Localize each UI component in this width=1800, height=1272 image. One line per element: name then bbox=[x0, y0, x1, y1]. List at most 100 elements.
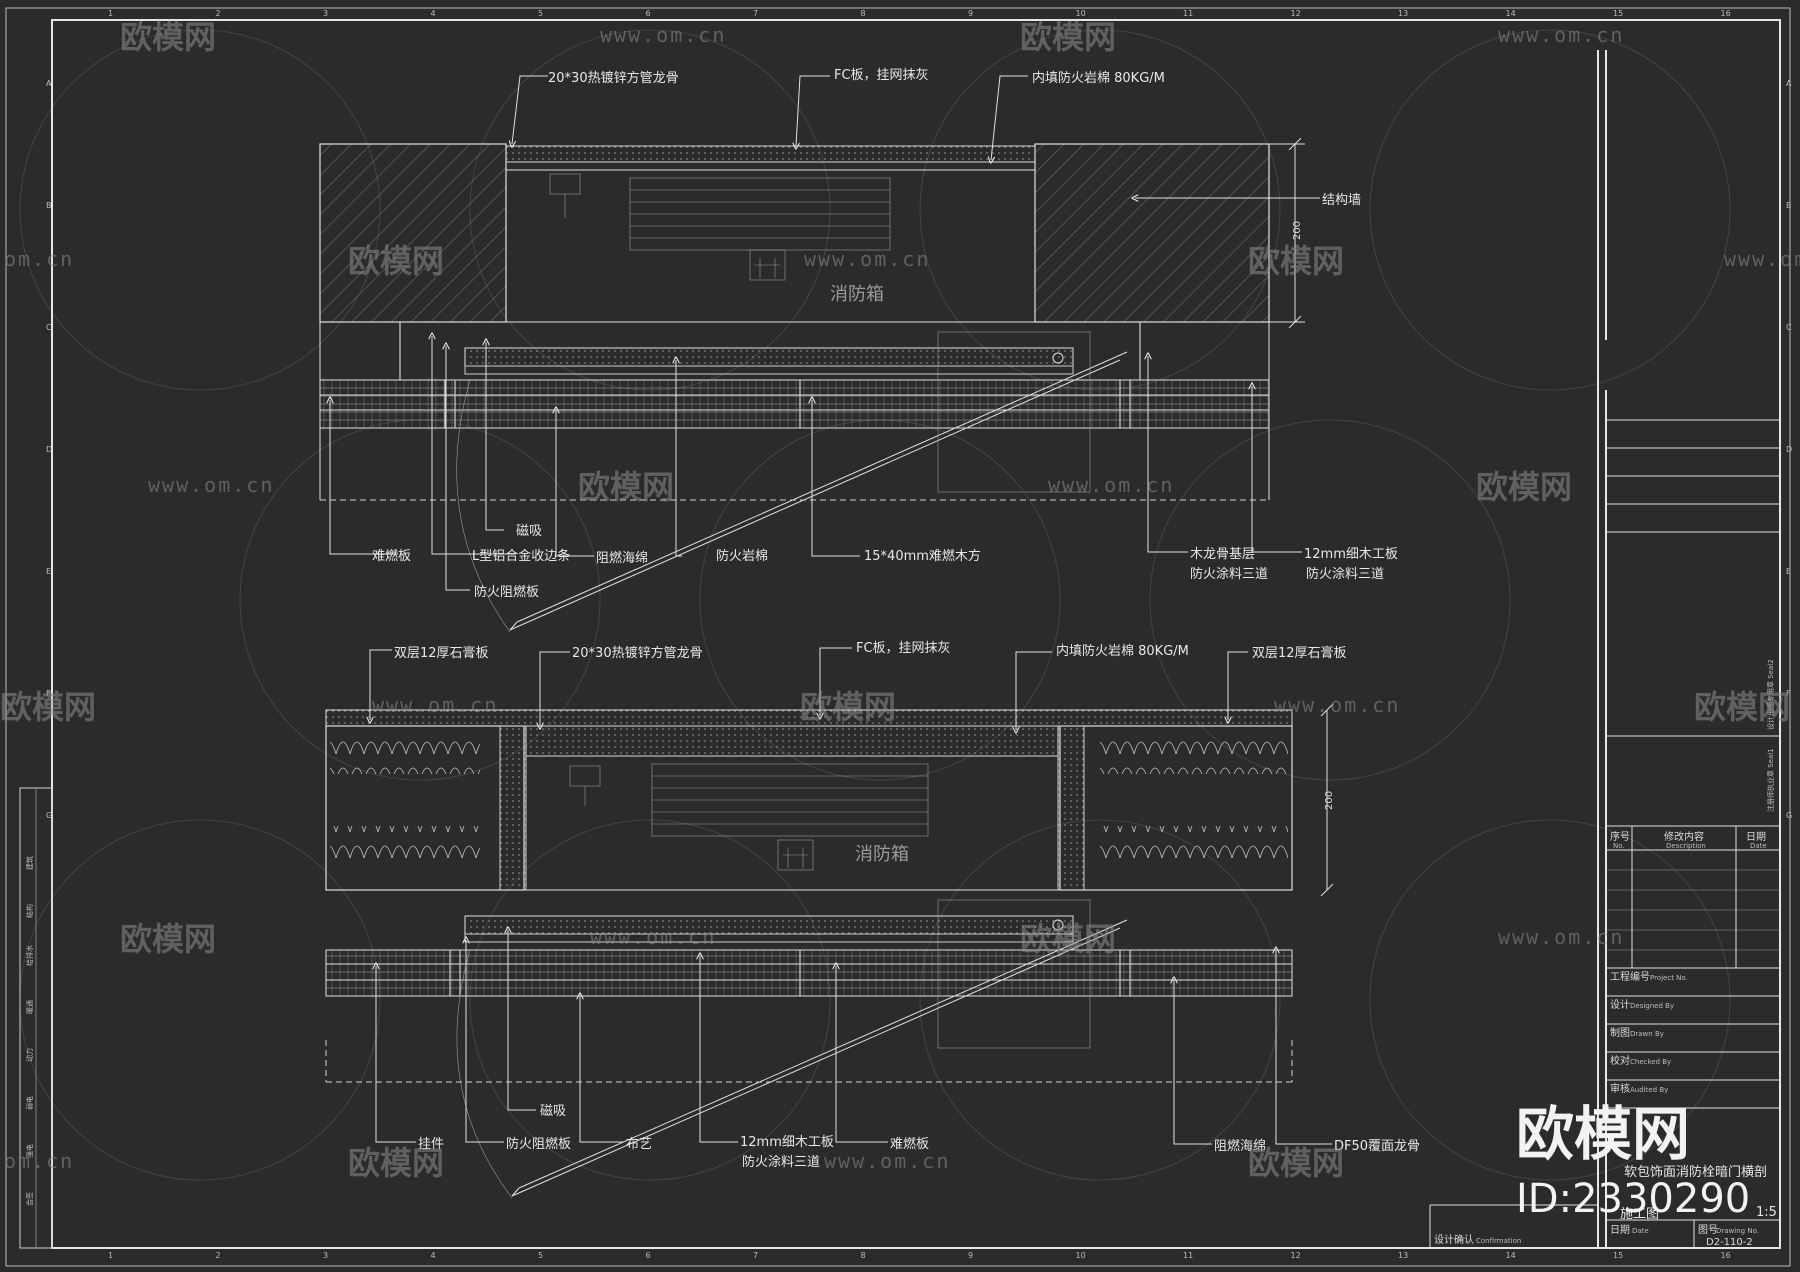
grid-row-label: B bbox=[46, 201, 52, 210]
label-b-nonflammable: 难燃板 bbox=[890, 1136, 929, 1152]
svg-text:www.om.cn: www.om.cn bbox=[1498, 23, 1624, 47]
grid-col-label: 7 bbox=[753, 9, 758, 18]
svg-text:欧模网: 欧模网 bbox=[1020, 920, 1116, 958]
svg-text:设计: 设计 bbox=[1610, 998, 1630, 1011]
grid-col-label: 13 bbox=[1398, 9, 1408, 18]
label-a-wood-keel-2: 防火涂料三道 bbox=[1190, 566, 1268, 582]
drawing-no: D2-110-2 bbox=[1706, 1237, 1753, 1248]
seal1: 注册师执业章 Seal1 bbox=[1766, 748, 1775, 812]
label-b-magnetic: 磁吸 bbox=[540, 1104, 566, 1119]
firebox-label-b: 消防箱 bbox=[855, 844, 909, 865]
grid-col-label: 1 bbox=[108, 1251, 113, 1260]
svg-text:No.: No. bbox=[1613, 842, 1625, 850]
svg-text:Date: Date bbox=[1632, 1227, 1649, 1235]
grid-col-label: 10 bbox=[1076, 9, 1086, 18]
label-a-plywood-2: 防火涂料三道 bbox=[1306, 566, 1384, 582]
label-a-nonflammable: 难燃板 bbox=[372, 548, 411, 564]
svg-text:设计确认: 设计确认 bbox=[1434, 1233, 1474, 1246]
grid-row-label: C bbox=[46, 323, 52, 332]
dim-200-b: 200 bbox=[1324, 791, 1335, 810]
label-a-rock-wool: 内填防火岩棉 80KG/M bbox=[1032, 70, 1165, 86]
label-b-rock-wool: 内填防火岩棉 80KG/M bbox=[1056, 643, 1189, 659]
svg-text:工程编号: 工程编号 bbox=[1610, 970, 1650, 983]
grid-col-label: 14 bbox=[1506, 9, 1516, 18]
svg-text:欧模网: 欧模网 bbox=[1694, 688, 1790, 726]
label-b-gypsum-right: 双层12厚石膏板 bbox=[1252, 645, 1347, 661]
label-a-magnetic: 磁吸 bbox=[516, 524, 542, 539]
grid-col-label: 9 bbox=[968, 9, 973, 18]
grid-col-label: 15 bbox=[1613, 1251, 1623, 1260]
svg-text:欧模网: 欧模网 bbox=[1020, 18, 1116, 56]
grid-col-label: 14 bbox=[1506, 1251, 1516, 1260]
watermark-arcs bbox=[19, 29, 1731, 1181]
rev-content: 修改内容 bbox=[1664, 830, 1704, 843]
svg-text:欧模网: 欧模网 bbox=[1476, 468, 1572, 506]
grid-col-label: 2 bbox=[216, 1251, 221, 1260]
grid-col-label: 9 bbox=[968, 1251, 973, 1260]
grid-col-label: 11 bbox=[1183, 1251, 1193, 1260]
brand-watermark-large: 欧模网 bbox=[1516, 1100, 1690, 1168]
wall-left-a bbox=[319, 143, 507, 323]
signoff-label: 建筑 bbox=[25, 856, 34, 870]
grid-row-label: C bbox=[1786, 323, 1792, 332]
dim-200-a: 200 bbox=[1292, 221, 1303, 240]
grid-row-label: A bbox=[1786, 79, 1792, 88]
grid-column-labels: 1122334455667788991010111112121313141415… bbox=[108, 9, 1731, 1260]
grid-col-label: 6 bbox=[646, 1251, 651, 1260]
rev-no: 序号 bbox=[1610, 830, 1630, 843]
grid-col-label: 15 bbox=[1613, 9, 1623, 18]
svg-text:欧模网: 欧模网 bbox=[348, 1144, 444, 1182]
grid-col-label: 5 bbox=[538, 1251, 543, 1260]
signoff-label: 强电 bbox=[25, 1144, 34, 1158]
grid-col-label: 10 bbox=[1076, 1251, 1086, 1260]
label-a-plywood-1: 12mm细木工板 bbox=[1304, 547, 1398, 562]
label-b-plywood-2: 防火涂料三道 bbox=[742, 1154, 820, 1170]
grid-col-label: 7 bbox=[753, 1251, 758, 1260]
inner-frame bbox=[51, 19, 1781, 1249]
grid-col-label: 12 bbox=[1291, 9, 1301, 18]
label-a-fc-board: FC板，挂网抹灰 bbox=[834, 68, 929, 83]
label-b-fabric: 布艺 bbox=[626, 1137, 652, 1152]
signoff-label: 给排水 bbox=[25, 945, 34, 966]
grid-row-label: E bbox=[1786, 567, 1791, 576]
outer-frame bbox=[5, 7, 1791, 1267]
svg-text:图号: 图号 bbox=[1698, 1224, 1718, 1236]
label-a-wood-keel-1: 木龙骨基层 bbox=[1190, 547, 1255, 562]
svg-text:校对: 校对 bbox=[1610, 1054, 1630, 1067]
grid-row-label: G bbox=[1786, 811, 1792, 820]
label-b-fire-board: 防火阻燃板 bbox=[506, 1136, 571, 1152]
label-a-l-trim: L型铝合金收边条 bbox=[472, 548, 570, 564]
svg-text:www.om.cn: www.om.cn bbox=[1048, 473, 1174, 497]
svg-text:欧模网: 欧模网 bbox=[1248, 1144, 1344, 1182]
label-b-plywood-1: 12mm细木工板 bbox=[740, 1135, 834, 1150]
svg-text:制图: 制图 bbox=[1610, 1026, 1630, 1039]
svg-text:日期: 日期 bbox=[1610, 1224, 1630, 1236]
svg-text:www.om.cn: www.om.cn bbox=[824, 1149, 950, 1173]
grid-col-label: 2 bbox=[216, 9, 221, 18]
grid-col-label: 4 bbox=[431, 1251, 436, 1260]
grid-row-label: A bbox=[46, 79, 52, 88]
svg-text:欧模网: 欧模网 bbox=[348, 242, 444, 280]
svg-text:欧模网: 欧模网 bbox=[800, 688, 896, 726]
scale: 1:5 bbox=[1756, 1205, 1777, 1220]
svg-text:www.om.cn: www.om.cn bbox=[148, 473, 274, 497]
section-b: 消防箱 200 双层12厚石膏板 20*30 bbox=[325, 641, 1420, 1199]
grid-col-label: 3 bbox=[323, 9, 328, 18]
grid-col-label: 6 bbox=[646, 9, 651, 18]
svg-text:Project No.: Project No. bbox=[1650, 974, 1688, 982]
signoff-label: 结构 bbox=[25, 904, 34, 918]
rev-date: 日期 bbox=[1746, 831, 1766, 843]
svg-text:Description: Description bbox=[1666, 842, 1706, 850]
svg-text:欧模网: 欧模网 bbox=[0, 688, 96, 726]
grid-row-label: F bbox=[1786, 689, 1791, 698]
svg-text:审核: 审核 bbox=[1610, 1082, 1630, 1095]
svg-text:Drawing No.: Drawing No. bbox=[1716, 1227, 1759, 1235]
svg-text:Confirmation: Confirmation bbox=[1476, 1237, 1521, 1245]
label-b-pipe-keel: 20*30热镀锌方管龙骨 bbox=[572, 645, 703, 661]
grid-row-label: G bbox=[46, 811, 52, 820]
label-b-fc-board: FC板，挂网抹灰 bbox=[856, 641, 951, 656]
grid-row-label: E bbox=[46, 567, 51, 576]
grid-row-label: D bbox=[1786, 445, 1792, 454]
